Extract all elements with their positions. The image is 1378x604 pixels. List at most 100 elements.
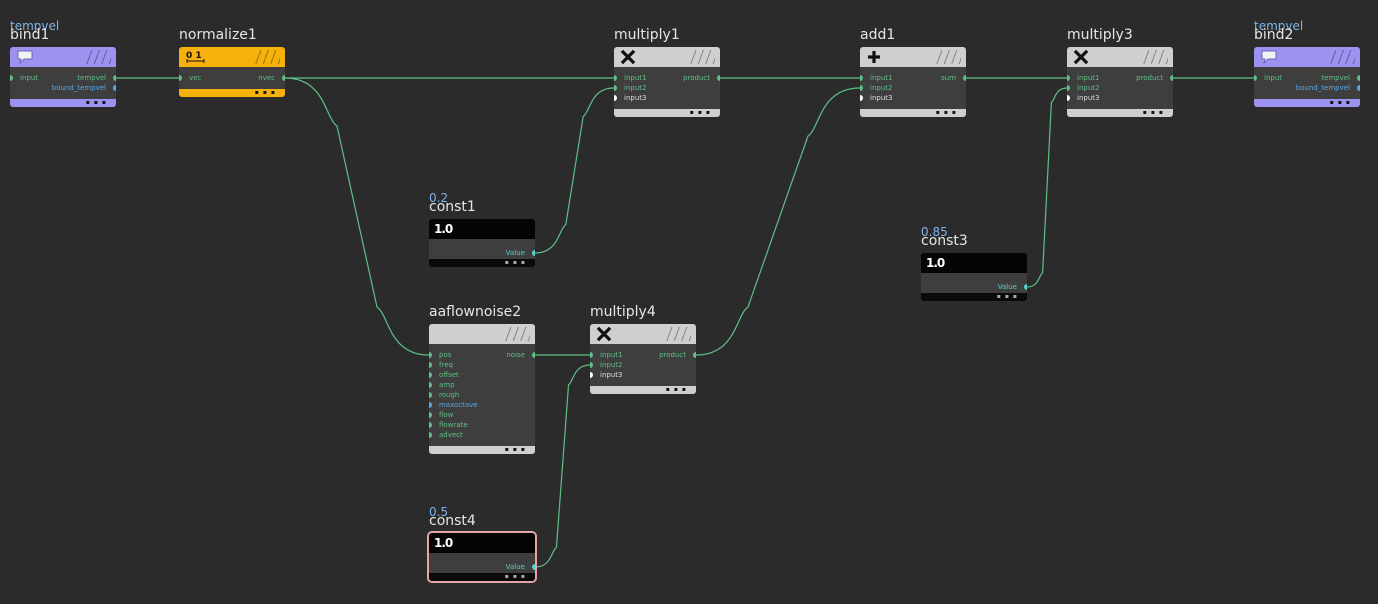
input-port-input3[interactable]: input3 <box>590 370 622 380</box>
flag-toggles[interactable] <box>1142 50 1168 64</box>
port-connector-icon[interactable] <box>429 412 432 418</box>
input-port-input[interactable]: input <box>1254 73 1282 83</box>
port-connector-icon[interactable] <box>113 85 116 91</box>
port-connector-icon[interactable] <box>429 382 432 388</box>
output-port-nvec[interactable]: nvec <box>258 73 285 83</box>
port-connector-icon[interactable] <box>860 75 863 81</box>
input-port-input2[interactable]: input2 <box>590 360 622 370</box>
input-port-freq[interactable]: freq <box>429 360 453 370</box>
port-connector-icon[interactable] <box>429 362 432 368</box>
port-connector-icon[interactable] <box>614 85 617 91</box>
input-port-input1[interactable]: input1 <box>1067 73 1099 83</box>
port-connector-icon[interactable] <box>1024 284 1027 290</box>
port-connector-icon[interactable] <box>429 372 432 378</box>
input-port-input1[interactable]: input1 <box>614 73 646 83</box>
flag-toggles[interactable] <box>504 327 530 341</box>
node-header[interactable] <box>1067 47 1173 67</box>
input-port-rough[interactable]: rough <box>429 390 459 400</box>
output-port-Value[interactable]: Value <box>506 562 535 572</box>
port-connector-icon[interactable] <box>1254 75 1257 81</box>
port-connector-icon[interactable] <box>429 402 432 408</box>
port-connector-icon[interactable] <box>1067 75 1070 81</box>
node-name-label[interactable]: multiply4 <box>590 304 656 320</box>
wire-multiply4-product-to-add1-input2[interactable] <box>695 87 861 356</box>
port-connector-icon[interactable] <box>1170 75 1173 81</box>
node-name-label[interactable]: const1 <box>429 199 476 215</box>
input-port-advect[interactable]: advect <box>429 430 463 440</box>
input-port-flowrate[interactable]: flowrate <box>429 420 468 430</box>
port-connector-icon[interactable] <box>113 75 116 81</box>
input-port-input1[interactable]: input1 <box>860 73 892 83</box>
input-port-input3[interactable]: input3 <box>614 93 646 103</box>
port-connector-icon[interactable] <box>10 75 13 81</box>
port-connector-icon[interactable] <box>1357 75 1360 81</box>
port-connector-icon[interactable] <box>590 372 593 378</box>
input-port-maxoctave[interactable]: maxoctave <box>429 400 478 410</box>
flag-toggles[interactable] <box>935 50 961 64</box>
port-connector-icon[interactable] <box>429 352 432 358</box>
output-port-tempvel[interactable]: tempvel <box>1321 73 1360 83</box>
node-name-label[interactable]: bind1 <box>10 27 50 43</box>
port-connector-icon[interactable] <box>179 75 182 81</box>
input-port-input3[interactable]: input3 <box>860 93 892 103</box>
node-name-label[interactable]: const4 <box>429 513 476 529</box>
port-connector-icon[interactable] <box>429 432 432 438</box>
node-header[interactable] <box>1254 47 1360 67</box>
port-connector-icon[interactable] <box>693 352 696 358</box>
port-connector-icon[interactable] <box>614 95 617 101</box>
output-port-product[interactable]: product <box>683 73 720 83</box>
input-port-input2[interactable]: input2 <box>614 83 646 93</box>
output-port-sum[interactable]: sum <box>941 73 966 83</box>
input-port-flow[interactable]: flow <box>429 410 453 420</box>
port-connector-icon[interactable] <box>1067 95 1070 101</box>
node-header[interactable]: 1.0 <box>921 253 1027 273</box>
node-header[interactable]: 0 1 <box>179 47 285 67</box>
node-name-label[interactable]: multiply3 <box>1067 27 1133 43</box>
wire-normalize1-nvec-to-aaflownoise2-pos[interactable] <box>284 77 430 356</box>
flag-toggles[interactable] <box>85 50 111 64</box>
node-name-label[interactable]: aaflownoise2 <box>429 304 522 320</box>
input-port-offset[interactable]: offset <box>429 370 459 380</box>
port-connector-icon[interactable] <box>282 75 285 81</box>
output-port-bound_tempvel[interactable]: bound_tempvel <box>52 83 116 93</box>
output-port-Value[interactable]: Value <box>506 248 535 258</box>
port-connector-icon[interactable] <box>717 75 720 81</box>
output-port-product[interactable]: product <box>659 350 696 360</box>
output-port-noise[interactable]: noise <box>506 350 535 360</box>
input-port-vec[interactable]: vec <box>179 73 201 83</box>
input-port-input[interactable]: input <box>10 73 38 83</box>
input-port-input2[interactable]: input2 <box>860 83 892 93</box>
port-connector-icon[interactable] <box>429 422 432 428</box>
node-name-label[interactable]: const3 <box>921 233 968 249</box>
node-header[interactable] <box>590 324 696 344</box>
node-name-label[interactable]: normalize1 <box>179 27 257 43</box>
node-header[interactable] <box>429 324 535 344</box>
output-port-bound_tempvel[interactable]: bound_tempvel <box>1296 83 1360 93</box>
output-port-tempvel[interactable]: tempvel <box>77 73 116 83</box>
node-header[interactable] <box>614 47 720 67</box>
node-header[interactable]: 1.0 <box>429 533 535 553</box>
node-header[interactable] <box>10 47 116 67</box>
port-connector-icon[interactable] <box>590 352 593 358</box>
node-name-label[interactable]: multiply1 <box>614 27 680 43</box>
node-header[interactable]: 1.0 <box>429 219 535 239</box>
node-name-label[interactable]: bind2 <box>1254 27 1294 43</box>
node-header[interactable] <box>860 47 966 67</box>
output-port-Value[interactable]: Value <box>998 282 1027 292</box>
flag-toggles[interactable] <box>665 327 691 341</box>
port-connector-icon[interactable] <box>429 392 432 398</box>
input-port-amp[interactable]: amp <box>429 380 455 390</box>
wire-const1-Value-to-multiply1-input2[interactable] <box>534 87 615 254</box>
port-connector-icon[interactable] <box>614 75 617 81</box>
wire-const3-Value-to-multiply3-input2[interactable] <box>1026 87 1068 288</box>
